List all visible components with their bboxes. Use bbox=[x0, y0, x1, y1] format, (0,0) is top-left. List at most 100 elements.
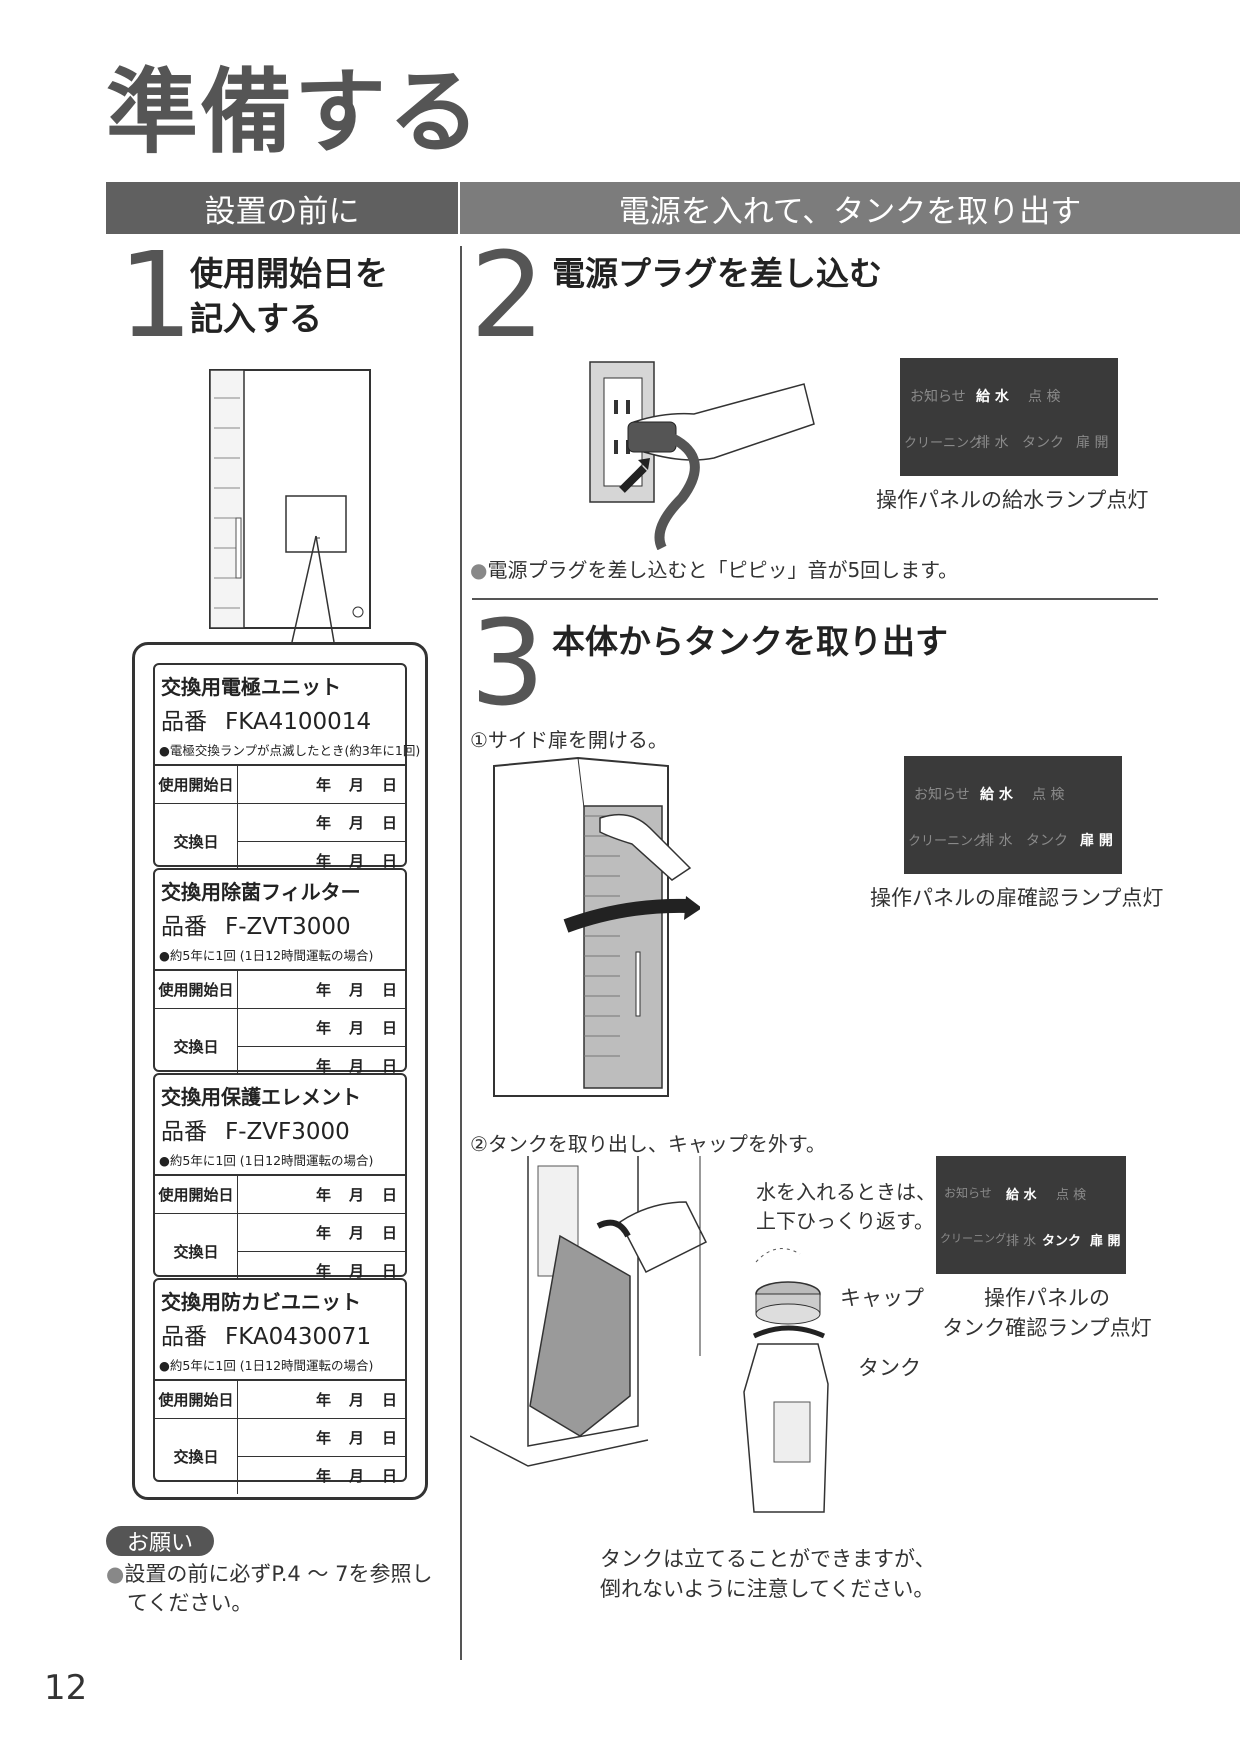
request-text: ●設置の前に必ずP.4 ～ 7を参照し てください。 bbox=[106, 1560, 456, 1619]
replace-date-label: 交換日 bbox=[155, 1213, 238, 1289]
panel-caption-tank: 操作パネルの タンク確認ランプ点灯 bbox=[942, 1282, 1152, 1342]
card-name: 交換用防カビユニット bbox=[161, 1290, 361, 1314]
request-badge: お願い bbox=[106, 1526, 214, 1556]
step-3-sub1: ①サイド扉を開ける。 bbox=[470, 728, 668, 752]
card-name: 交換用除菌フィルター bbox=[161, 880, 361, 904]
panel-tank-lamp: タンク bbox=[1042, 1234, 1082, 1249]
invert-callout-line2: 上下ひっくり返す。 bbox=[756, 1209, 934, 1233]
panel-info-lamp: お知らせ bbox=[914, 787, 970, 803]
replace-date-label: 交換日 bbox=[155, 1008, 238, 1084]
panel-caption-supply: 操作パネルの給水ランプ点灯 bbox=[876, 488, 1149, 512]
panel-door-lamp: 扉 開 bbox=[1080, 833, 1113, 849]
replace-date-label: 交換日 bbox=[155, 1418, 238, 1494]
panel-info-lamp: お知らせ bbox=[944, 1186, 992, 1200]
replace-date-field[interactable]: 年月日 bbox=[237, 1456, 405, 1494]
tank-label: タンク bbox=[858, 1356, 921, 1380]
section-header-before-install: 設置の前に bbox=[106, 182, 458, 234]
panel-door-lamp: 扉 開 bbox=[1076, 435, 1109, 451]
panel-tank-lamp: タンク bbox=[1026, 833, 1068, 849]
panel-drain-lamp: 排 水 bbox=[976, 435, 1009, 451]
panel-caption-tank-line2: タンク確認ランプ点灯 bbox=[942, 1316, 1152, 1340]
panel-caption-tank-line1: 操作パネルの bbox=[984, 1286, 1110, 1310]
panel-info-lamp: お知らせ bbox=[910, 389, 966, 405]
side-door-illustration bbox=[493, 756, 700, 1097]
record-table: 使用開始日年月日 交換日年月日 年月日 bbox=[155, 971, 405, 1084]
panel-tank-lamp: タンク bbox=[1022, 435, 1064, 451]
step-1-title: 使用開始日を 記入する bbox=[190, 252, 388, 341]
step-3-sub2: ②タンクを取り出し、キャップを外す。 bbox=[470, 1132, 826, 1156]
replace-date-field[interactable]: 年月日 bbox=[237, 1008, 405, 1047]
step-1-title-line2: 記入する bbox=[190, 298, 322, 338]
panel-supply-lamp: 給 水 bbox=[976, 389, 1009, 405]
tank-removal-illustration bbox=[470, 1156, 708, 1467]
unit-back-illustration bbox=[209, 369, 371, 643]
step-2-title: 電源プラグを差し込む bbox=[552, 254, 882, 293]
page-number: 12 bbox=[44, 1668, 88, 1708]
record-table: 使用開始日年月日 交換日年月日 年月日 bbox=[155, 1381, 405, 1494]
page-title: 準備する bbox=[106, 59, 483, 166]
control-panel-tank: お知らせ 給 水 点 検 クリーニング 排 水 タンク 扉 開 bbox=[936, 1156, 1126, 1274]
start-date-label: 使用開始日 bbox=[155, 766, 238, 804]
control-panel-supply: お知らせ 給 水 点 検 クリーニング 排 水 タンク 扉 開 bbox=[900, 358, 1118, 476]
request-line2: てください。 bbox=[127, 1591, 253, 1616]
replace-date-field[interactable]: 年月日 bbox=[237, 803, 405, 842]
replace-date-field[interactable]: 年月日 bbox=[237, 1418, 405, 1457]
tank-cap-illustration bbox=[743, 1248, 829, 1513]
card-name: 交換用保護エレメント bbox=[161, 1085, 361, 1109]
card-note: ●約5年に1回 (1日12時間運転の場合) bbox=[155, 1146, 405, 1176]
request-line1: 設置の前に必ずP.4 ～ 7を参照し bbox=[124, 1562, 433, 1586]
start-date-label: 使用開始日 bbox=[155, 1176, 238, 1214]
step-3-title: 本体からタンクを取り出す bbox=[552, 622, 948, 661]
tank-stand-note-line2: 倒れないように注意してください。 bbox=[600, 1577, 935, 1602]
step-1-number: 1 bbox=[118, 226, 194, 364]
start-date-field[interactable]: 年月日 bbox=[315, 1391, 397, 1409]
start-date-field[interactable]: 年月日 bbox=[315, 981, 397, 999]
panel-caption-door: 操作パネルの扉確認ランプ点灯 bbox=[870, 886, 1164, 910]
panel-check-lamp: 点 検 bbox=[1056, 1188, 1087, 1203]
panel-check-lamp: 点 検 bbox=[1028, 389, 1061, 405]
start-date-label: 使用開始日 bbox=[155, 971, 238, 1009]
record-table: 使用開始日年月日 交換日年月日 年月日 bbox=[155, 766, 405, 879]
replace-date-field[interactable]: 年月日 bbox=[237, 1213, 405, 1252]
step-2-note: ●電源プラグを差し込むと「ピピッ」音が5回します。 bbox=[470, 558, 959, 582]
card-note: ●約5年に1回 (1日12時間運転の場合) bbox=[155, 941, 405, 971]
panel-clean-lamp: クリーニング bbox=[904, 436, 983, 451]
card-note: ●約5年に1回 (1日12時間運転の場合) bbox=[155, 1351, 405, 1381]
tank-stand-note: タンクは立てることができますが、 倒れないように注意してください。 bbox=[600, 1544, 936, 1605]
start-date-field[interactable]: 年月日 bbox=[315, 776, 397, 794]
card-note: ●電極交換ランプが点滅したとき(約3年に1回) bbox=[155, 736, 420, 766]
invert-callout-line1: 水を入れるときは、 bbox=[756, 1180, 936, 1204]
replace-date-label: 交換日 bbox=[155, 803, 238, 879]
cap-label: キャップ bbox=[840, 1286, 924, 1310]
panel-clean-lamp: クリーニング bbox=[940, 1232, 1006, 1245]
panel-check-lamp: 点 検 bbox=[1032, 787, 1065, 803]
panel-door-lamp: 扉 開 bbox=[1090, 1234, 1121, 1249]
control-panel-door: お知らせ 給 水 点 検 クリーニング 排 水 タンク 扉 開 bbox=[904, 756, 1122, 874]
step-3-number: 3 bbox=[470, 594, 546, 732]
panel-supply-lamp: 給 水 bbox=[980, 787, 1013, 803]
panel-drain-lamp: 排 水 bbox=[1006, 1234, 1037, 1249]
panel-clean-lamp: クリーニング bbox=[908, 834, 987, 849]
step-2-number: 2 bbox=[470, 226, 546, 364]
card-name: 交換用電極ユニット bbox=[161, 675, 341, 699]
panel-drain-lamp: 排 水 bbox=[980, 833, 1013, 849]
start-date-label: 使用開始日 bbox=[155, 1381, 238, 1419]
invert-callout: 水を入れるときは、 上下ひっくり返す。 bbox=[756, 1176, 936, 1234]
tank-stand-note-line1: タンクは立てることができますが、 bbox=[600, 1547, 936, 1571]
step-divider bbox=[472, 598, 1158, 600]
record-table: 使用開始日年月日 交換日年月日 年月日 bbox=[155, 1176, 405, 1289]
panel-supply-lamp: 給 水 bbox=[1006, 1188, 1037, 1203]
step-1-title-line1: 使用開始日を bbox=[190, 254, 388, 293]
start-date-field[interactable]: 年月日 bbox=[315, 1186, 397, 1204]
section-header-power-tank: 電源を入れて、タンクを取り出す bbox=[460, 182, 1240, 234]
column-divider bbox=[460, 246, 462, 1660]
